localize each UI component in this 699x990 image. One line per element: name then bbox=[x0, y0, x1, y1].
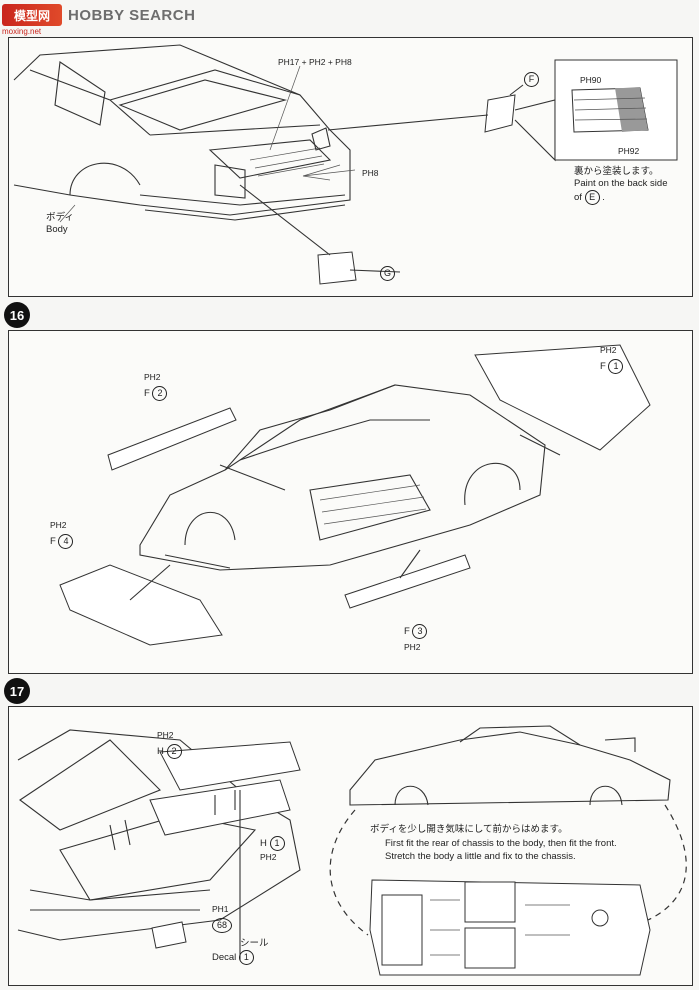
step16-ph2-c: PH2 bbox=[50, 520, 67, 530]
decal-text: Decal bbox=[212, 952, 237, 964]
step17-seal-jp: シール bbox=[240, 938, 269, 949]
step15-note-jp: 裏から塗装します。 bbox=[574, 166, 659, 177]
step15-part-lenses bbox=[239, 84, 556, 285]
step15-part-f-label: F bbox=[524, 72, 539, 87]
step15-painting-detail bbox=[554, 59, 678, 161]
step15-ph8-label: PH8 bbox=[362, 168, 379, 178]
part-letter: F bbox=[600, 361, 606, 373]
part-letter: F bbox=[144, 388, 150, 400]
part-number-circle: 3 bbox=[412, 624, 428, 639]
step16-ph2-d: PH2 bbox=[404, 642, 421, 652]
step15-ph90-label: PH90 bbox=[580, 75, 602, 85]
step16-ph2-a: PH2 bbox=[144, 372, 161, 382]
decal-sheet-circle: 1 bbox=[238, 950, 254, 965]
part-number-circle: 4 bbox=[58, 534, 74, 549]
step16-part-f1: F 1 bbox=[600, 359, 624, 374]
step17-note-en-2: Stretch the body a little and fix to the… bbox=[385, 851, 576, 862]
step15-part-combo-label: PH17 + PH2 + PH8 bbox=[278, 57, 352, 67]
step17-chassis bbox=[329, 804, 687, 976]
step16-part-f3: F 3 bbox=[404, 624, 428, 639]
step17-part-h1: H 1 bbox=[260, 836, 285, 851]
step16-part-f2: F 2 bbox=[144, 386, 168, 401]
step16-ph2-b: PH2 bbox=[600, 345, 617, 355]
watermark: 模型网 HOBBY SEARCH bbox=[2, 3, 195, 27]
part-number-circle: 2 bbox=[152, 386, 168, 401]
step15-car-front bbox=[13, 44, 351, 221]
part-number-circle: 2 bbox=[166, 744, 182, 759]
step17-h1-ph: PH2 bbox=[260, 852, 277, 862]
part-letter: F bbox=[50, 536, 56, 548]
step15-body-label-jp: ボディ bbox=[46, 212, 74, 223]
step17-note-jp: ボディを少し開き気味にして前からはめます。 bbox=[370, 824, 568, 835]
step17-ph1: PH1 bbox=[212, 904, 229, 914]
part-number-circle: 1 bbox=[269, 836, 285, 851]
note-prefix: of bbox=[574, 192, 582, 204]
step15-leaders bbox=[59, 65, 356, 223]
step15-body-label-en: Body bbox=[46, 224, 68, 235]
watermark-logo: 模型网 bbox=[2, 4, 62, 26]
step-17-number: 17 bbox=[4, 678, 30, 704]
step17-car-rear bbox=[17, 729, 301, 960]
part-number-circle: 1 bbox=[608, 359, 624, 374]
step17-decal-label: Decal 1 bbox=[212, 950, 254, 965]
step17-note-en-1: First fit the rear of chassis to the bod… bbox=[385, 838, 617, 849]
part-letter: H bbox=[157, 746, 164, 758]
part-e-circle: E bbox=[584, 190, 600, 205]
step17-decal-number: 68 bbox=[212, 918, 232, 933]
decal-number-circle: 68 bbox=[212, 918, 232, 933]
step17-part-h2: H 2 bbox=[157, 744, 182, 759]
step16-parts bbox=[59, 344, 651, 646]
step15-part-g-label: G bbox=[380, 266, 395, 281]
step17-h2-ph: PH2 bbox=[157, 730, 174, 740]
watermark-site-name: HOBBY SEARCH bbox=[68, 6, 196, 24]
part-letter: H bbox=[260, 838, 267, 850]
step15-ph92-label: PH92 bbox=[618, 146, 640, 156]
step16-car-body bbox=[139, 384, 546, 571]
step15-note-en-2: of E . bbox=[574, 190, 605, 205]
step-16-number: 16 bbox=[4, 302, 30, 328]
part-g-circle: G bbox=[380, 266, 395, 281]
step16-part-f4: F 4 bbox=[50, 534, 74, 549]
step15-note-en-1: Paint on the back side bbox=[574, 178, 668, 189]
part-f-circle: F bbox=[524, 72, 539, 87]
watermark-url: moxing.net bbox=[2, 27, 42, 36]
note-suffix: . bbox=[602, 192, 605, 204]
part-letter: F bbox=[404, 626, 410, 638]
step17-car-side bbox=[349, 725, 671, 806]
